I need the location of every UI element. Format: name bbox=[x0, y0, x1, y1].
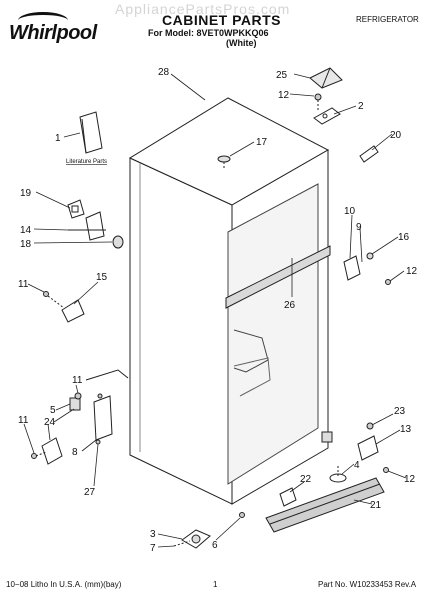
brand-logo: Whirlpool bbox=[8, 8, 97, 50]
top-hinge bbox=[313, 107, 341, 125]
callout-17: 17 bbox=[256, 137, 268, 148]
callout-11-upper: 11 bbox=[18, 279, 29, 290]
callout-19: 19 bbox=[20, 188, 32, 199]
callout-8: 8 bbox=[72, 447, 78, 458]
model-color: (White) bbox=[226, 38, 257, 48]
page-title: CABINET PARTS bbox=[162, 12, 282, 28]
callout-22: 22 bbox=[300, 474, 312, 485]
callout-9: 9 bbox=[356, 222, 362, 233]
hinge-screw-top bbox=[314, 93, 322, 112]
callout-7: 7 bbox=[150, 543, 156, 554]
callout-3: 3 bbox=[150, 529, 156, 540]
literature-booklet bbox=[79, 111, 103, 154]
callout-4: 4 bbox=[354, 460, 360, 471]
door-stop-bracket bbox=[67, 199, 85, 219]
logo-swoosh bbox=[18, 12, 68, 29]
callout-15: 15 bbox=[96, 272, 108, 283]
callout-25: 25 bbox=[276, 70, 288, 81]
callout-5: 5 bbox=[50, 405, 56, 416]
appliance-category: REFRIGERATOR bbox=[356, 15, 419, 24]
hinge-shim bbox=[359, 145, 379, 163]
callout-6: 6 bbox=[212, 540, 218, 551]
plug-button bbox=[217, 155, 231, 163]
model-number: For Model: 8VET0WPKKQ06 bbox=[148, 28, 269, 38]
footer-part-number: Part No. W10233453 Rev.A bbox=[318, 580, 417, 589]
callout-13: 13 bbox=[400, 424, 412, 435]
toe-grille bbox=[265, 477, 385, 533]
callout-16: 16 bbox=[398, 232, 410, 243]
callout-21: 21 bbox=[370, 500, 382, 511]
lower-left-hinge bbox=[43, 291, 85, 323]
kickplate-bracket bbox=[85, 369, 129, 445]
callout-28: 28 bbox=[158, 67, 170, 78]
callout-27: 27 bbox=[84, 487, 96, 498]
watermark: AppliancePartsPros.com bbox=[115, 1, 291, 17]
callout-2: 2 bbox=[358, 101, 364, 112]
bottom-left-hinge bbox=[31, 392, 82, 465]
callout-20: 20 bbox=[390, 130, 402, 141]
hinge-bushing bbox=[112, 235, 124, 249]
center-hinge-pin bbox=[68, 211, 106, 241]
hinge-cover bbox=[309, 67, 343, 89]
callout-11-lower: 11 bbox=[18, 415, 29, 426]
callout-12-top: 12 bbox=[278, 90, 290, 101]
literature-parts-label: Literature Parts bbox=[66, 159, 107, 165]
callout-14: 14 bbox=[20, 225, 32, 236]
leader-lines bbox=[23, 73, 407, 548]
front-roller bbox=[173, 512, 245, 549]
callout-18: 18 bbox=[20, 239, 32, 250]
footer-litho: 10−08 Litho In U.S.A. (mm)(bay) bbox=[6, 580, 122, 589]
callout-1: 1 bbox=[55, 133, 61, 144]
callout-10: 10 bbox=[344, 206, 356, 217]
cabinet-body bbox=[128, 97, 330, 505]
brand-logo-text: Whirlpool bbox=[9, 22, 97, 44]
callout-23: 23 bbox=[394, 406, 406, 417]
callout-24: 24 bbox=[44, 417, 56, 428]
callout-26: 26 bbox=[284, 300, 296, 311]
callout-11-left: 11 bbox=[72, 375, 83, 386]
divider-mullion bbox=[225, 245, 331, 309]
leveling-leg bbox=[279, 466, 347, 507]
center-hinge-right bbox=[343, 252, 391, 285]
page-number: 1 bbox=[213, 580, 218, 589]
callout-12-mid: 12 bbox=[406, 266, 418, 277]
bottom-right-hinge bbox=[321, 422, 389, 473]
callout-12-bottom: 12 bbox=[404, 474, 416, 485]
